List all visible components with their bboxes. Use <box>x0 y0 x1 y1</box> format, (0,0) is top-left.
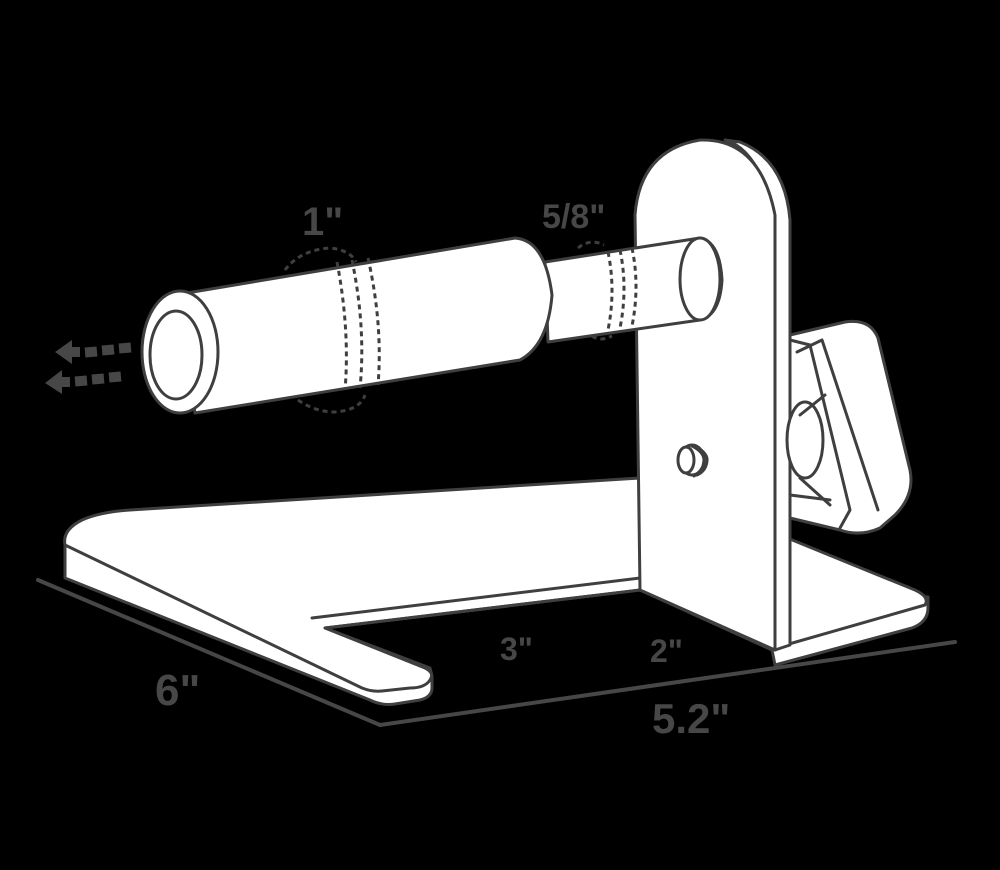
clamp-knob <box>785 319 913 535</box>
rod-small-section <box>543 236 724 344</box>
label-base-width: 5.2" <box>652 695 730 742</box>
label-rod-large-diameter: 1" <box>302 200 343 244</box>
rod-large-section <box>140 236 554 415</box>
label-slot-length: 3" <box>500 631 533 667</box>
label-base-depth: 6" <box>155 666 200 715</box>
dimension-lines <box>36 578 957 727</box>
dimension-labels: 1" 5/8" 6" 3" 2" 5.2" <box>155 198 730 742</box>
label-slot-offset: 2" <box>650 633 683 669</box>
set-screw <box>676 443 709 478</box>
arrow-left-icon <box>45 370 70 394</box>
upright-plate <box>633 138 792 652</box>
pull-direction-arrows <box>45 340 132 394</box>
label-rod-small-diameter: 5/8" <box>542 198 605 236</box>
arrow-left-icon <box>55 340 80 364</box>
